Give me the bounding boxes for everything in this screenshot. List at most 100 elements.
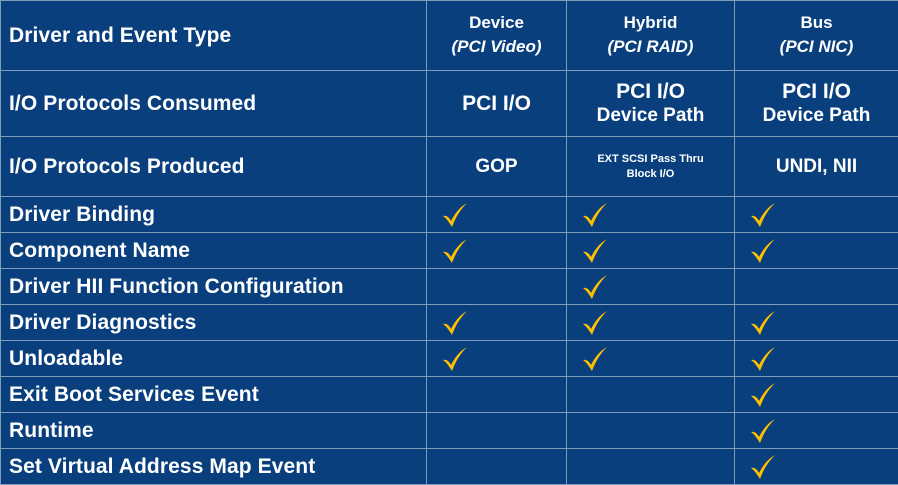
feature-row: Exit Boot Services Event (1, 377, 898, 413)
produced-hybrid-cell: EXT SCSI Pass Thru Block I/O (567, 137, 735, 197)
consumed-hybrid-line1: PCI I/O (567, 80, 734, 104)
consumed-label: I/O Protocols Consumed (9, 92, 256, 115)
feature-label: Runtime (9, 419, 94, 442)
feature-label: Driver Binding (9, 203, 155, 226)
feature-hybrid-cell (567, 197, 735, 233)
feature-bus-cell (735, 305, 898, 341)
feature-label-cell: Exit Boot Services Event (1, 377, 427, 413)
feature-hybrid-cell (567, 341, 735, 377)
feature-label: Exit Boot Services Event (9, 383, 259, 406)
feature-bus-cell (735, 341, 898, 377)
feature-label-cell: Set Virtual Address Map Event (1, 449, 427, 485)
feature-device-cell (427, 377, 567, 413)
produced-bus-cell: UNDI, NII (735, 137, 898, 197)
feature-device-cell (427, 449, 567, 485)
feature-device-cell (427, 269, 567, 305)
produced-hybrid-line1: EXT SCSI Pass Thru (567, 152, 734, 167)
produced-hybrid-line2: Block I/O (567, 167, 734, 182)
checkmark-icon (749, 454, 777, 480)
header-hybrid-subtitle: (PCI RAID) (567, 34, 734, 60)
consumed-bus-line2: Device Path (735, 104, 898, 128)
feature-bus-cell (735, 197, 898, 233)
consumed-device-cell: PCI I/O (427, 71, 567, 137)
feature-hybrid-cell (567, 449, 735, 485)
feature-device-cell (427, 233, 567, 269)
checkmark-icon (749, 202, 777, 228)
consumed-hybrid-cell: PCI I/O Device Path (567, 71, 735, 137)
feature-label-cell: Driver Binding (1, 197, 427, 233)
header-label-cell: Driver and Event Type (1, 1, 427, 71)
consumed-hybrid-line2: Device Path (567, 104, 734, 128)
feature-device-cell (427, 197, 567, 233)
checkmark-icon (581, 274, 609, 300)
produced-label: I/O Protocols Produced (9, 155, 245, 178)
feature-label: Driver Diagnostics (9, 311, 196, 334)
checkmark-icon (441, 346, 469, 372)
feature-bus-cell (735, 233, 898, 269)
checkmark-icon (441, 238, 469, 264)
produced-device-cell: GOP (427, 137, 567, 197)
header-bus-title: Bus (735, 12, 898, 34)
header-device-subtitle: (PCI Video) (427, 34, 566, 60)
feature-bus-cell (735, 413, 898, 449)
consumed-device-line1: PCI I/O (427, 92, 566, 116)
feature-bus-cell (735, 377, 898, 413)
feature-bus-cell (735, 269, 898, 305)
checkmark-icon (441, 310, 469, 336)
feature-label-cell: Runtime (1, 413, 427, 449)
feature-hybrid-cell (567, 233, 735, 269)
feature-label: Set Virtual Address Map Event (9, 455, 315, 478)
feature-hybrid-cell (567, 269, 735, 305)
header-row: Driver and Event Type Device (PCI Video)… (1, 1, 898, 71)
feature-device-cell (427, 413, 567, 449)
consumed-bus-cell: PCI I/O Device Path (735, 71, 898, 137)
feature-label-cell: Unloadable (1, 341, 427, 377)
checkmark-icon (581, 238, 609, 264)
consumed-label-cell: I/O Protocols Consumed (1, 71, 427, 137)
feature-hybrid-cell (567, 305, 735, 341)
feature-row: Driver HII Function Configuration (1, 269, 898, 305)
header-bus-subtitle: (PCI NIC) (735, 34, 898, 60)
feature-device-cell (427, 305, 567, 341)
checkmark-icon (749, 238, 777, 264)
checkmark-icon (749, 382, 777, 408)
header-hybrid-title: Hybrid (567, 12, 734, 34)
header-label: Driver and Event Type (9, 24, 231, 47)
feature-label-cell: Driver HII Function Configuration (1, 269, 427, 305)
feature-row: Driver Diagnostics (1, 305, 898, 341)
feature-row: Unloadable (1, 341, 898, 377)
feature-hybrid-cell (567, 413, 735, 449)
feature-label: Driver HII Function Configuration (9, 275, 344, 298)
produced-device-line1: GOP (427, 155, 566, 179)
feature-hybrid-cell (567, 377, 735, 413)
checkmark-icon (749, 418, 777, 444)
checkmark-icon (581, 310, 609, 336)
checkmark-icon (581, 202, 609, 228)
feature-row: Component Name (1, 233, 898, 269)
checkmark-icon (441, 202, 469, 228)
feature-label-cell: Driver Diagnostics (1, 305, 427, 341)
produced-bus-line1: UNDI, NII (735, 155, 898, 179)
feature-label-cell: Component Name (1, 233, 427, 269)
feature-label: Unloadable (9, 347, 123, 370)
consumed-bus-line1: PCI I/O (735, 80, 898, 104)
header-device-title: Device (427, 12, 566, 34)
produced-row: I/O Protocols Produced GOP EXT SCSI Pass… (1, 137, 898, 197)
produced-label-cell: I/O Protocols Produced (1, 137, 427, 197)
checkmark-icon (749, 346, 777, 372)
feature-row: Driver Binding (1, 197, 898, 233)
feature-row: Runtime (1, 413, 898, 449)
checkmark-icon (749, 310, 777, 336)
feature-label: Component Name (9, 239, 190, 262)
checkmark-icon (581, 346, 609, 372)
feature-row: Set Virtual Address Map Event (1, 449, 898, 485)
feature-bus-cell (735, 449, 898, 485)
header-device-cell: Device (PCI Video) (427, 1, 567, 71)
feature-device-cell (427, 341, 567, 377)
header-hybrid-cell: Hybrid (PCI RAID) (567, 1, 735, 71)
consumed-row: I/O Protocols Consumed PCI I/O PCI I/O D… (1, 71, 898, 137)
header-bus-cell: Bus (PCI NIC) (735, 1, 898, 71)
